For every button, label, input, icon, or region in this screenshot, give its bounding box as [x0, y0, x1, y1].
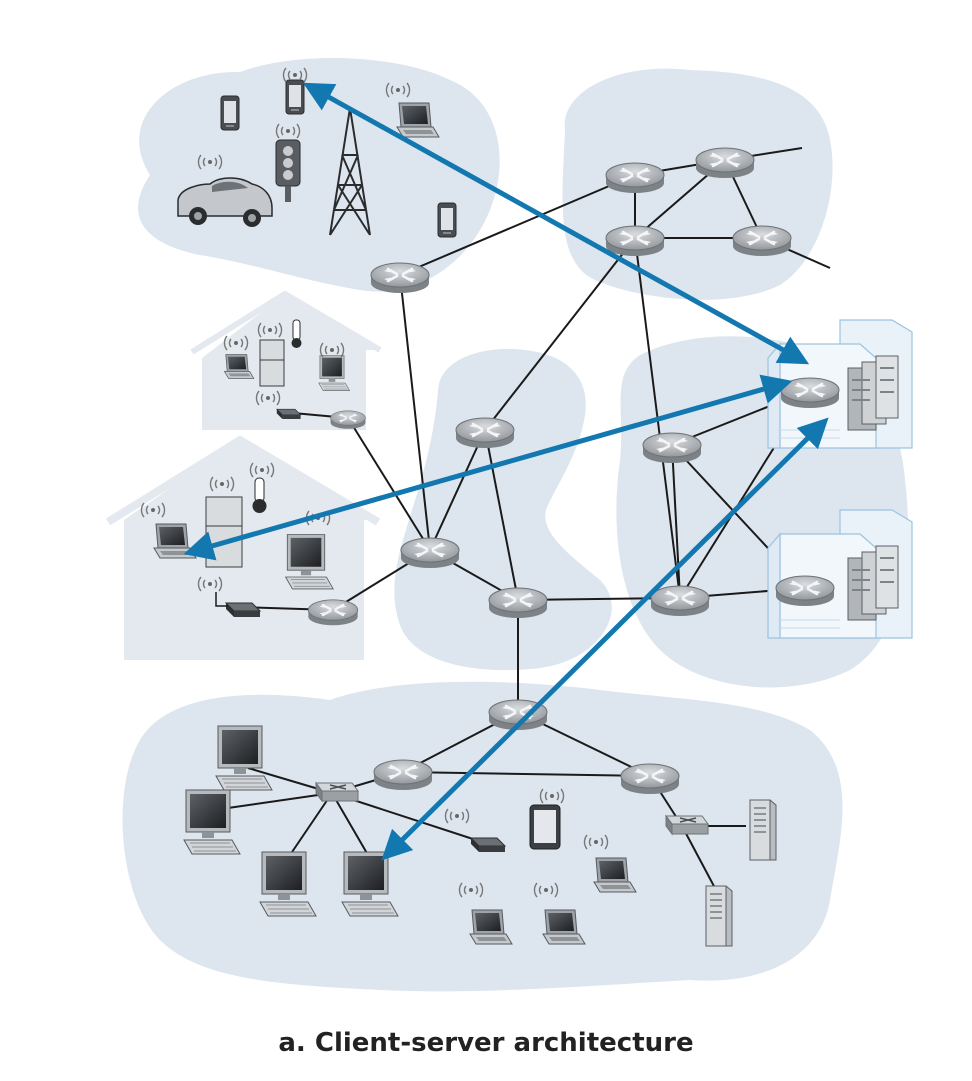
- data-center-icon: [767, 319, 913, 449]
- car-icon: [177, 177, 273, 227]
- router-icon: [779, 376, 841, 410]
- server-tower-icon: [749, 799, 777, 861]
- router-icon: [399, 536, 461, 570]
- router-icon: [454, 416, 516, 450]
- router-icon: [307, 598, 359, 627]
- tablet-icon: [529, 804, 561, 850]
- figure-caption: a. Client-server architecture: [278, 1028, 694, 1058]
- arrow-desktop-to-server: [381, 417, 829, 861]
- switch-icon: [665, 815, 709, 835]
- phone-icon: [285, 79, 305, 115]
- router-icon: [487, 586, 549, 620]
- phone-icon: [220, 95, 240, 131]
- router-icon: [731, 224, 793, 258]
- refrigerator-icon: [259, 339, 285, 387]
- router-icon: [774, 574, 836, 608]
- router-icon: [372, 758, 434, 792]
- server-tower-icon: [705, 885, 733, 947]
- client-server-arrows: [183, 82, 829, 861]
- router-icon: [329, 410, 367, 430]
- router-icon: [641, 431, 703, 465]
- thermometer-icon: [252, 477, 267, 513]
- thermometer-icon: [291, 319, 302, 348]
- network-diagram: [105, 58, 913, 992]
- phone-icon: [437, 202, 457, 238]
- router-icon: [369, 261, 431, 295]
- regional-isp-cloud: [394, 349, 612, 671]
- router-icon: [619, 762, 681, 796]
- traffic-light-icon: [275, 139, 301, 202]
- router-icon: [604, 224, 666, 258]
- switch-icon: [315, 782, 359, 802]
- router-icon: [649, 584, 711, 618]
- refrigerator-icon: [205, 496, 243, 568]
- arrow-phone-to-server: [302, 82, 810, 365]
- router-icon: [694, 146, 756, 180]
- home-network-2: [105, 435, 381, 660]
- router-icon: [604, 161, 666, 195]
